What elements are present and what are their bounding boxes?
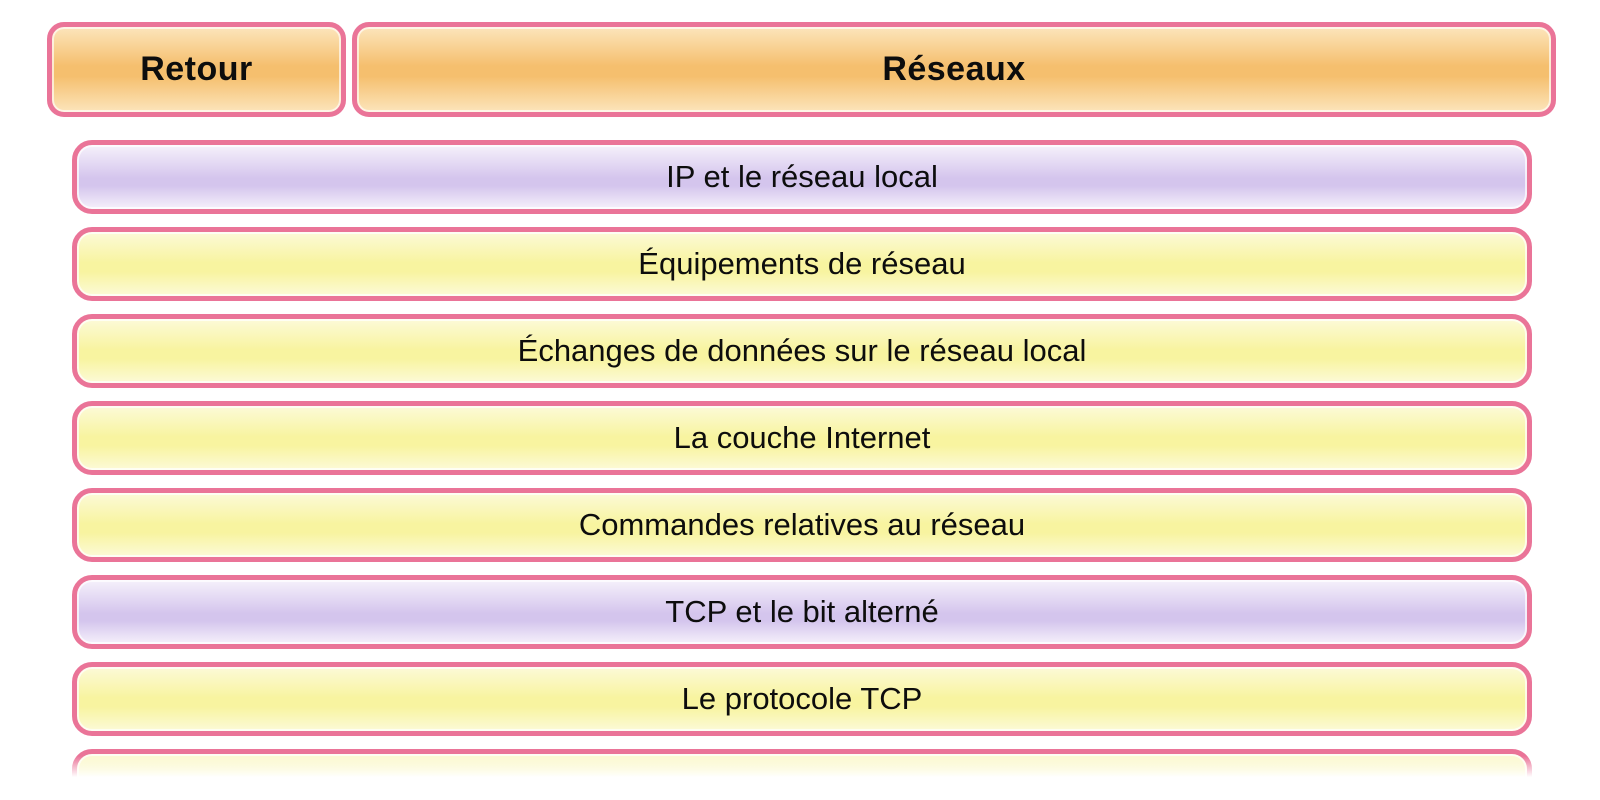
menu-item-label: Le protocole TCP xyxy=(681,681,923,716)
menu-item-7[interactable] xyxy=(72,749,1532,800)
page-title: Réseaux xyxy=(882,50,1026,88)
menu-item-label: Commandes relatives au réseau xyxy=(578,507,1026,542)
menu-item-label: Équipements de réseau xyxy=(638,246,966,281)
menu-item-0[interactable]: IP et le réseau local xyxy=(72,140,1532,214)
menu-item-label: IP et le réseau local xyxy=(666,159,938,194)
menu-item-4[interactable]: Commandes relatives au réseau xyxy=(72,488,1532,562)
menu-item-3[interactable]: La couche Internet xyxy=(72,401,1532,475)
menu-item-1[interactable]: Équipements de réseau xyxy=(72,227,1532,301)
menu-item-label: TCP et le bit alterné xyxy=(665,594,939,629)
page-title-bar: Réseaux xyxy=(352,22,1556,117)
back-button[interactable]: Retour xyxy=(47,22,346,117)
menu-item-label: Échanges de données sur le réseau local xyxy=(517,333,1087,368)
menu-item-5[interactable]: TCP et le bit alterné xyxy=(72,575,1532,649)
header-row: Retour Réseaux xyxy=(47,22,1556,117)
menu-item-2[interactable]: Échanges de données sur le réseau local xyxy=(72,314,1532,388)
back-button-label: Retour xyxy=(140,50,253,88)
menu-item-label: La couche Internet xyxy=(673,420,931,455)
menu-list: IP et le réseau local Équipements de rés… xyxy=(72,140,1532,800)
menu-item-6[interactable]: Le protocole TCP xyxy=(72,662,1532,736)
